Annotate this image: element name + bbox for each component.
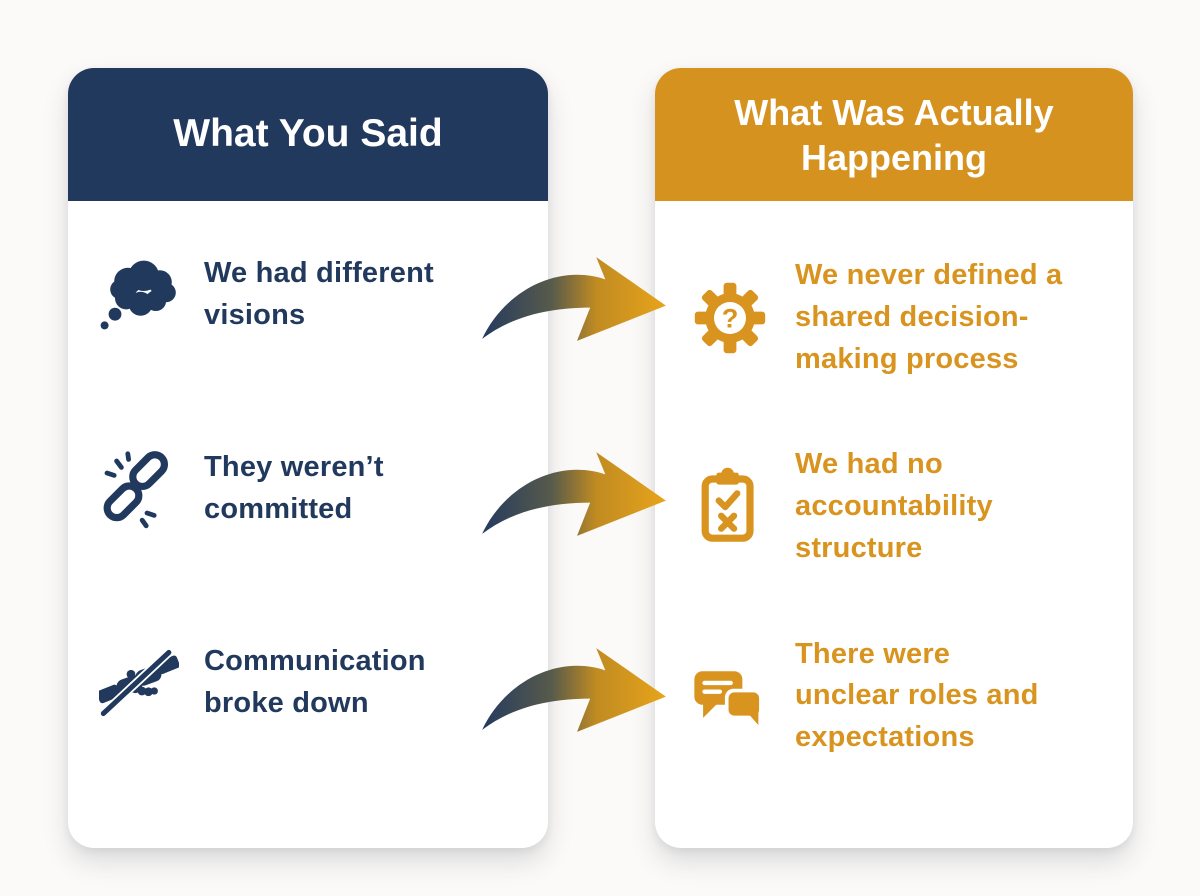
right-card-header: What Was Actually Happening (655, 68, 1133, 201)
gear-question-mark: ? (722, 302, 739, 333)
list-item: We had no accountability structure (689, 444, 1050, 569)
what-you-said-card: What You Said We had different vi (68, 68, 548, 848)
list-item: Communication broke down (98, 639, 494, 727)
flow-arrow (472, 634, 674, 740)
left-item-label: We had different visions (204, 257, 434, 331)
list-item: We had different visions (98, 251, 496, 339)
clipboard-check-x-icon (689, 463, 771, 551)
broken-chain-icon (98, 445, 180, 533)
chat-bubbles-icon (689, 652, 771, 740)
list-item: There were unclear roles and expectation… (689, 634, 1047, 759)
right-item-label: There were unclear roles and expectation… (795, 637, 1039, 754)
handshake-broken-icon (98, 639, 180, 727)
list-item: ? We never defined a shared decision-mak… (689, 255, 1095, 380)
left-item-label: They weren’t committed (204, 451, 384, 525)
what-was-happening-card: What Was Actually Happening (655, 68, 1133, 848)
right-card-title: What Was Actually Happening (734, 91, 1054, 178)
left-card-title: What You Said (173, 112, 443, 156)
right-item-label: We had no accountability structure (795, 448, 993, 564)
right-card-body: ? We never defined a shared decision-mak… (655, 201, 1133, 848)
left-card-body: We had different visions (68, 201, 548, 848)
right-item-label: We never defined a shared decision-makin… (795, 259, 1063, 375)
left-card-header: What You Said (68, 68, 548, 201)
flow-arrow (472, 243, 674, 349)
thought-bubble-icon (98, 251, 180, 339)
gear-question-icon: ? (689, 274, 771, 362)
flow-arrow (472, 438, 674, 544)
list-item: They weren’t committed (98, 445, 489, 533)
left-item-label: Communication broke down (204, 645, 426, 719)
